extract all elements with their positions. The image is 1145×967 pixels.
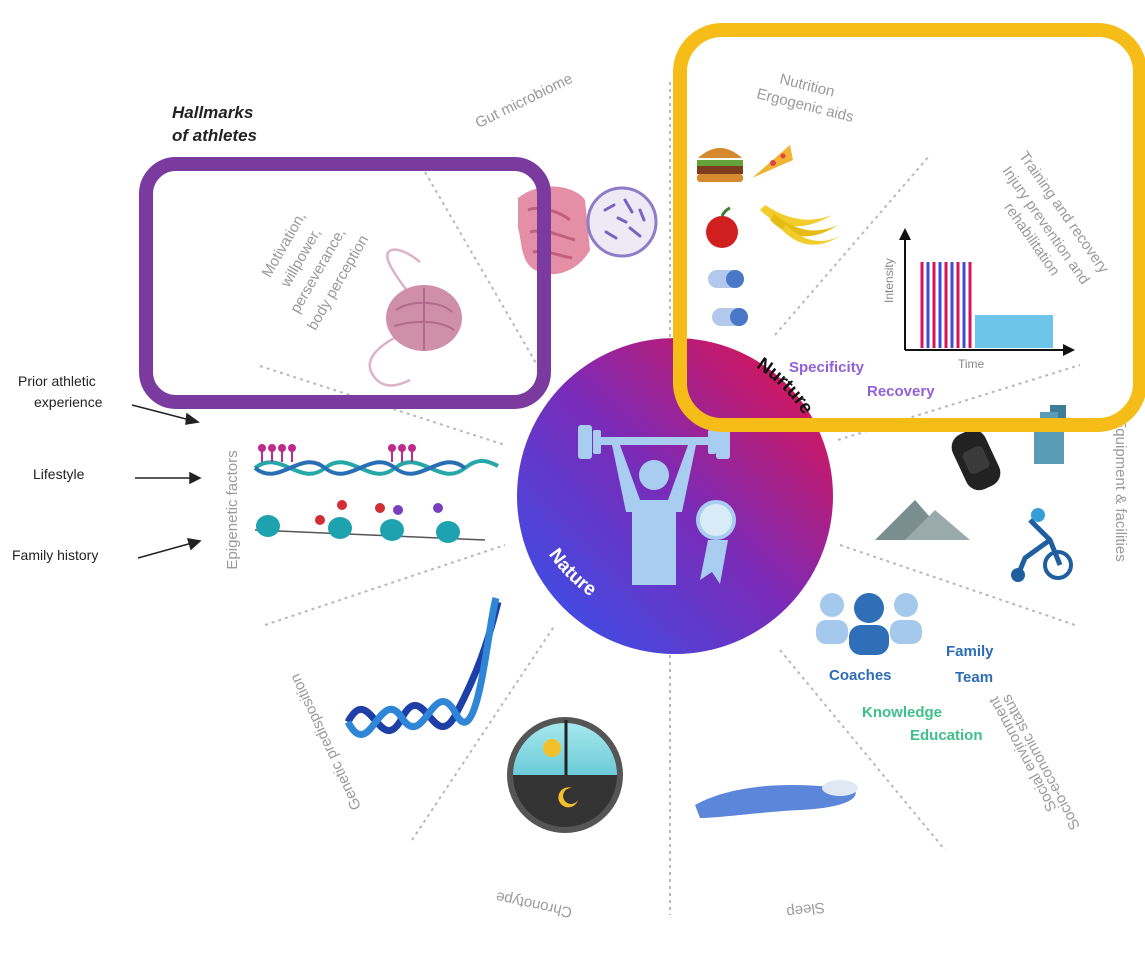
label-education: Education [910, 727, 983, 744]
weightlifter-icon [578, 425, 730, 585]
pill-icon [708, 270, 748, 326]
gym-machine-icon [1034, 405, 1066, 464]
epigenetic-dna-icon [253, 444, 499, 543]
label-genetic-predisposition: Genetic predisposition [287, 671, 365, 813]
intensity-chart-icon: Intensity Time [882, 228, 1075, 371]
diagram-title-line2: of athletes [172, 126, 258, 145]
label-sleep: Sleep [785, 898, 825, 920]
microbe-icon [586, 186, 658, 258]
people-icon [816, 593, 922, 655]
nature-nurture-hub: Nature Nurture [517, 338, 833, 654]
pizza-icon [752, 145, 793, 178]
watch-icon [951, 429, 1001, 491]
input-prior-experience-line2: experience [34, 394, 103, 410]
label-coaches: Coaches [829, 667, 892, 684]
sleep-icon [695, 780, 858, 818]
input-prior-experience-line1: Prior athletic [18, 373, 96, 389]
medal-icon [696, 500, 736, 584]
label-specificity: Specificity [789, 359, 865, 376]
brain-icon [368, 248, 462, 387]
chart-axis-time: Time [958, 357, 985, 371]
input-arrows [131, 404, 202, 559]
bike-icon [1011, 508, 1073, 582]
label-equipment: Equipment & facilities [1112, 418, 1129, 561]
label-team: Team [955, 669, 993, 686]
clock-icon [507, 717, 623, 833]
label-epigenetic-factors: Epigenetic factors [224, 450, 241, 569]
label-knowledge: Knowledge [862, 704, 942, 721]
label-family: Family [946, 643, 994, 660]
burger-icon [697, 148, 743, 182]
input-family-history: Family history [12, 547, 99, 563]
diagram-title-line1: Hallmarks [172, 103, 254, 122]
highlight-box-nutrition-training [673, 23, 1145, 432]
input-lifestyle: Lifestyle [33, 466, 85, 482]
label-gut-microbiome: Gut microbiome [473, 70, 576, 132]
label-recovery: Recovery [867, 383, 935, 400]
apple-icon [706, 206, 738, 248]
highlight-box-motivation [139, 157, 551, 409]
label-socio-economic: Socio-economic status [998, 692, 1084, 833]
label-chronotype: Chronotype [494, 888, 573, 921]
gut-icon [518, 186, 590, 275]
mountain-icon [875, 500, 970, 540]
banana-icon [760, 205, 840, 245]
dna-icon [344, 596, 502, 738]
chart-axis-intensity: Intensity [882, 258, 896, 303]
